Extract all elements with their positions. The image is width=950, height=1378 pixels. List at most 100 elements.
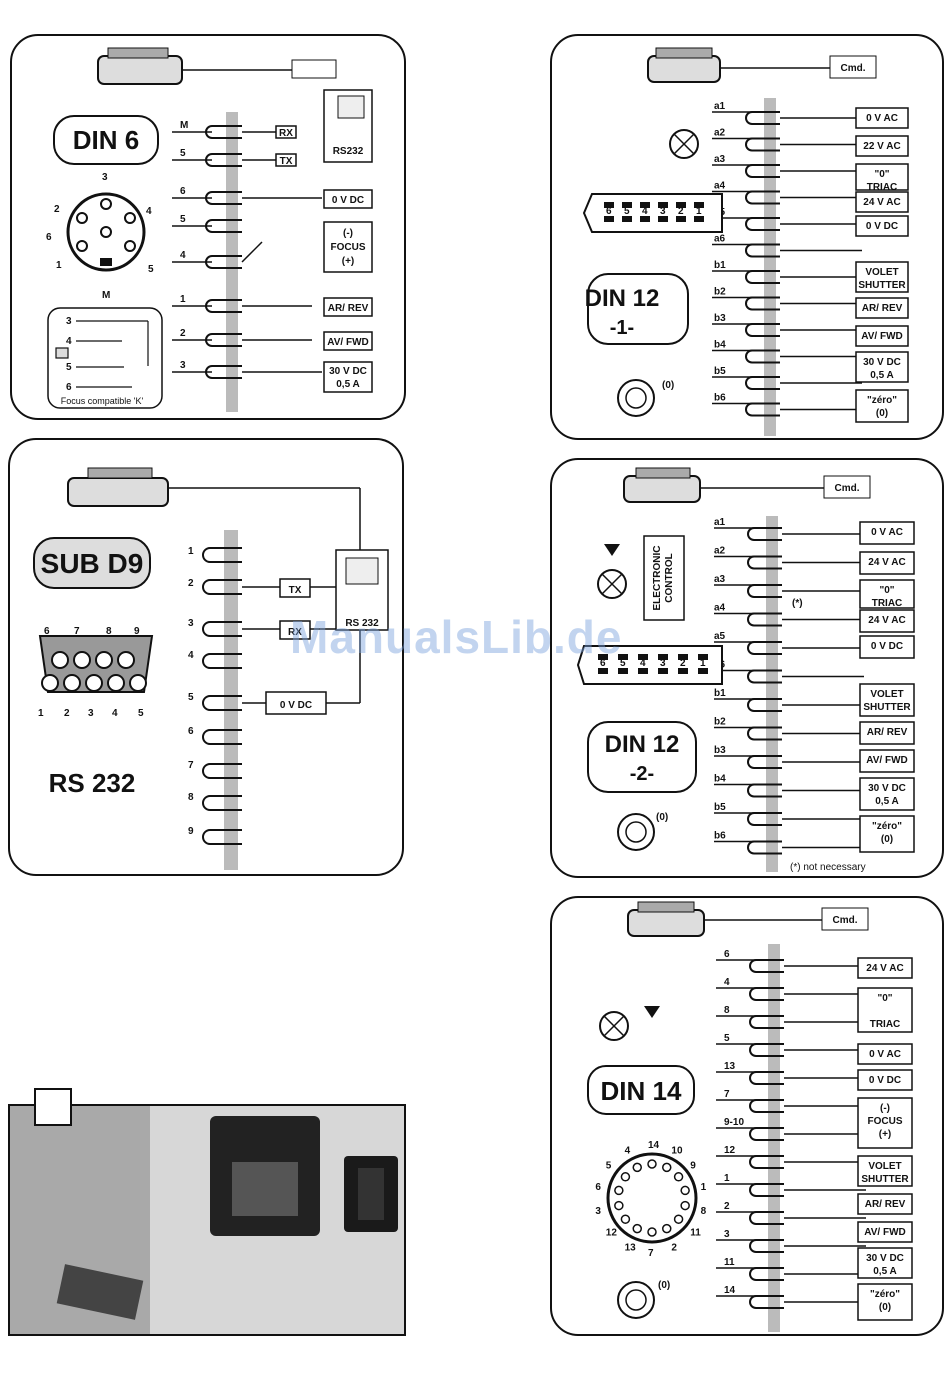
svg-text:3: 3 bbox=[188, 618, 194, 629]
svg-text:AV/ FWD: AV/ FWD bbox=[327, 337, 368, 348]
din14-pin-11: 6 bbox=[595, 1182, 601, 1193]
din14-pin-4: 8 bbox=[701, 1206, 707, 1217]
line-label-11: b6 bbox=[714, 393, 726, 404]
din14-pin-13: 4 bbox=[625, 1145, 631, 1156]
subd9-panel: SUB D9 6 7 8 9 1 2 3 4 5 RS 232 1 2 3 4 … bbox=[8, 438, 404, 876]
box-text: 0,5 A bbox=[873, 1266, 897, 1277]
line-label-3: a4 bbox=[714, 603, 726, 614]
box-text: (+) bbox=[879, 1129, 892, 1140]
din6-diagram: DIN 6 M 5 6 5 4 1 2 3 RX TX RS232 bbox=[46, 47, 373, 412]
triac-icon bbox=[644, 1006, 660, 1018]
svg-text:Cmd.: Cmd. bbox=[841, 63, 866, 74]
line-label-4: 13 bbox=[724, 1061, 736, 1072]
svg-text:2: 2 bbox=[188, 578, 194, 589]
subd9-diagram: SUB D9 6 7 8 9 1 2 3 4 5 RS 232 1 2 3 4 … bbox=[33, 467, 389, 870]
svg-text:M: M bbox=[102, 290, 110, 301]
din14-pin-7: 7 bbox=[648, 1248, 654, 1259]
terminal-box-6 bbox=[857, 1193, 913, 1215]
conn-pin-3: 3 bbox=[660, 658, 666, 669]
din14-pin-8: 13 bbox=[625, 1243, 637, 1254]
line-label-2: 8 bbox=[724, 1005, 730, 1016]
terminal-box-2 bbox=[857, 1043, 913, 1065]
terminal-box-0 bbox=[859, 521, 915, 545]
terminal-box-8 bbox=[857, 1247, 913, 1279]
din14-pin-2: 9 bbox=[690, 1160, 696, 1171]
terminal-box-9 bbox=[859, 815, 915, 853]
svg-text:-2-: -2- bbox=[630, 763, 654, 785]
zero-sensor-icon bbox=[617, 813, 655, 851]
svg-text:4: 4 bbox=[112, 708, 118, 719]
box-text: VOLET bbox=[865, 267, 898, 278]
box-text: AR/ REV bbox=[862, 303, 903, 314]
svg-text:7: 7 bbox=[188, 760, 194, 771]
conn-pin-2: 4 bbox=[640, 658, 646, 669]
conn-pin-3: 3 bbox=[660, 206, 666, 217]
svg-text:5: 5 bbox=[180, 214, 186, 225]
terminal-box-6 bbox=[859, 721, 915, 745]
box-text: SHUTTER bbox=[858, 280, 906, 291]
din6-panel: DIN 6 M 5 6 5 4 1 2 3 RX TX RS232 bbox=[10, 34, 406, 420]
line-label-11: 11 bbox=[724, 1257, 735, 1268]
svg-text:CONTROL: CONTROL bbox=[664, 553, 675, 602]
terminal-box-2 bbox=[859, 579, 915, 609]
box-text: 0 V AC bbox=[869, 1049, 901, 1060]
line-label-6: b1 bbox=[714, 260, 726, 271]
line-label-8: b3 bbox=[714, 745, 726, 756]
svg-text:3: 3 bbox=[180, 360, 186, 371]
svg-text:RX: RX bbox=[288, 627, 302, 638]
box-text: 0 V DC bbox=[866, 221, 898, 232]
din14-title: DIN 14 bbox=[601, 1076, 682, 1106]
line-label-10: b5 bbox=[714, 366, 726, 377]
svg-text:-1-: -1- bbox=[610, 317, 634, 339]
line-label-7: 12 bbox=[724, 1145, 736, 1156]
projector-icon bbox=[67, 467, 361, 550]
din12-1-title: DIN 12 bbox=[585, 285, 660, 312]
projector-icon bbox=[627, 901, 822, 937]
conn-pin-4: 2 bbox=[680, 658, 686, 669]
svg-text:9: 9 bbox=[188, 826, 194, 837]
svg-text:3: 3 bbox=[102, 172, 108, 183]
din14-pin-12: 5 bbox=[606, 1160, 612, 1171]
svg-text:(+): (+) bbox=[342, 256, 355, 267]
svg-text:M: M bbox=[180, 120, 188, 131]
terminal-box-2 bbox=[855, 163, 909, 191]
svg-text:2: 2 bbox=[64, 708, 70, 719]
svg-text:AR/ REV: AR/ REV bbox=[328, 303, 369, 314]
line-label-8: 1 bbox=[724, 1173, 730, 1184]
terminal-box-0 bbox=[855, 107, 909, 129]
line-label-7: b2 bbox=[714, 287, 726, 298]
terminal-box-9 bbox=[855, 389, 909, 423]
watermark: ManualsLib.de bbox=[290, 611, 623, 663]
terminal-box-1 bbox=[859, 551, 915, 575]
box-text: 0,5 A bbox=[870, 370, 894, 381]
svg-text:TX: TX bbox=[289, 585, 302, 596]
box-text: (-) bbox=[880, 1103, 890, 1114]
box-text: 24 V AC bbox=[866, 963, 903, 974]
din14-pin-9: 12 bbox=[606, 1228, 618, 1239]
line-label-2: a3 bbox=[714, 574, 726, 585]
din14-pin-10: 3 bbox=[595, 1206, 601, 1217]
terminal-box-7 bbox=[857, 1221, 913, 1243]
projector-icon bbox=[623, 467, 824, 503]
svg-text:6: 6 bbox=[44, 626, 50, 637]
svg-text:9: 9 bbox=[134, 626, 140, 637]
line-label-4: a5 bbox=[714, 631, 726, 642]
svg-text:(*): (*) bbox=[792, 598, 803, 609]
terminal-box-5 bbox=[859, 683, 915, 717]
box-text: 22 V AC bbox=[863, 141, 900, 152]
line-label-0: a1 bbox=[714, 101, 726, 112]
conn-pin-2: 4 bbox=[642, 206, 648, 217]
svg-text:0 V DC: 0 V DC bbox=[332, 195, 364, 206]
box-text: AR/ REV bbox=[867, 727, 908, 738]
svg-text:5: 5 bbox=[188, 692, 194, 703]
din12-2-panel: Cmd. a1a2a3a4a5a6b1b2b3b4b5b6 ELECTRONIC… bbox=[550, 458, 944, 878]
box-text: SHUTTER bbox=[863, 702, 911, 713]
box-text: AV/ FWD bbox=[866, 755, 907, 766]
line-label-2: a3 bbox=[714, 154, 726, 165]
svg-text:(-): (-) bbox=[343, 228, 353, 239]
terminal-box-4 bbox=[855, 215, 909, 237]
box-text: 30 V DC bbox=[866, 1253, 904, 1264]
terminal-box-4 bbox=[859, 635, 915, 659]
terminal-box-3 bbox=[859, 609, 915, 633]
svg-text:0 V DC: 0 V DC bbox=[280, 700, 312, 711]
